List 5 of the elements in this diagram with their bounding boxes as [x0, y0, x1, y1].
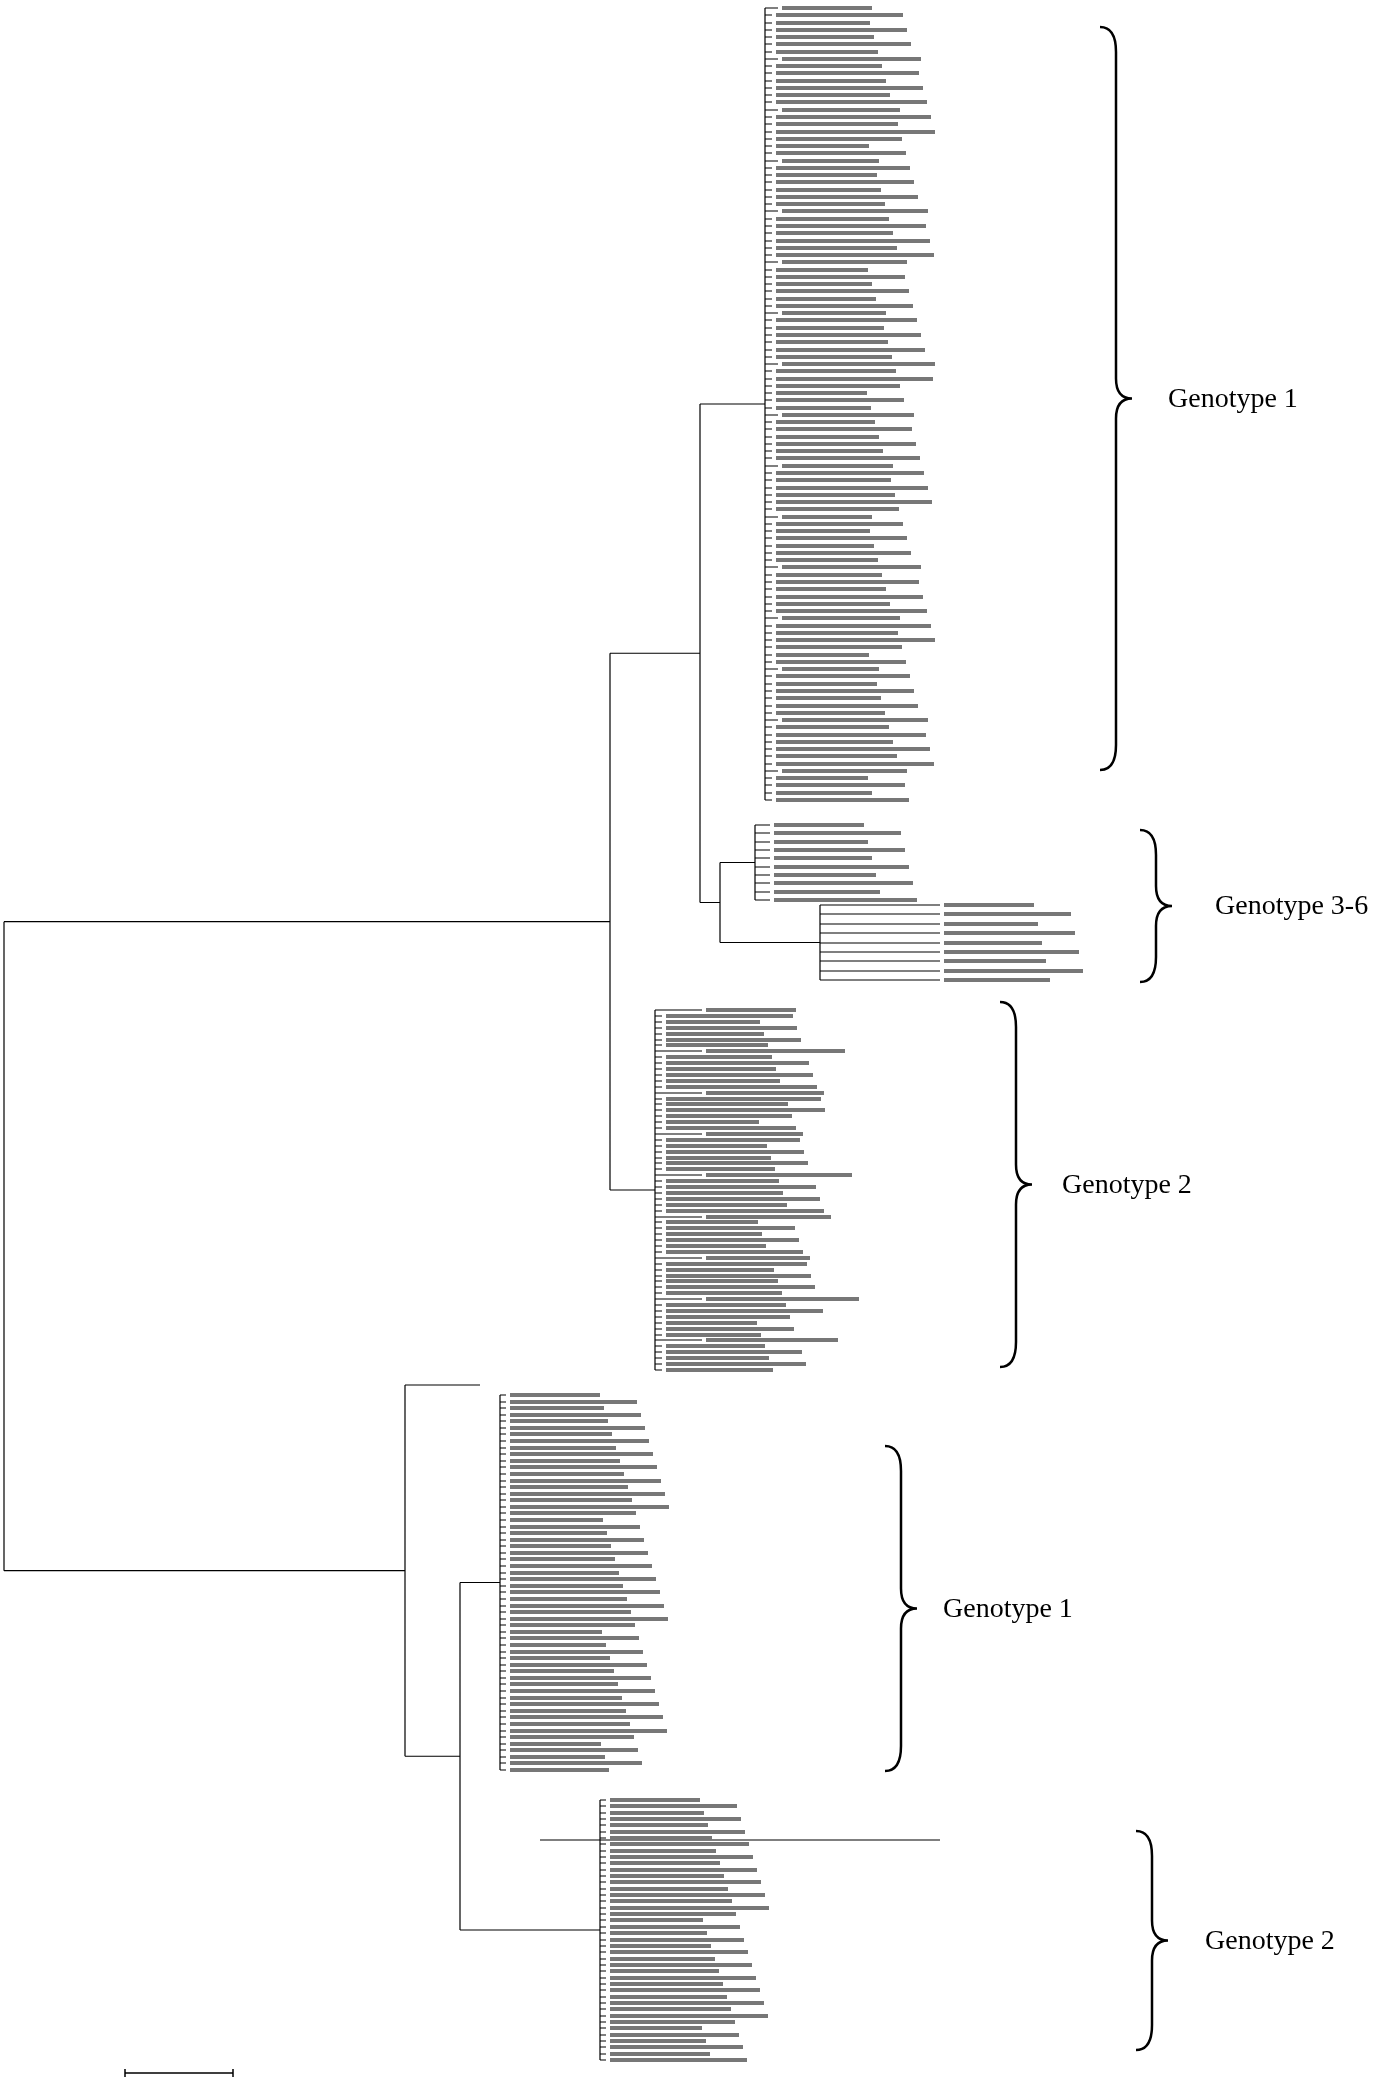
clade-label: Genotype 1 — [943, 1591, 1073, 1624]
clade-label: Genotype 2 — [1205, 1923, 1335, 1956]
clade-label: Genotype 2 — [1062, 1167, 1192, 1200]
clade-label: Genotype 3-6 — [1215, 889, 1369, 921]
clade-label: Genotype 1 — [1168, 381, 1298, 414]
